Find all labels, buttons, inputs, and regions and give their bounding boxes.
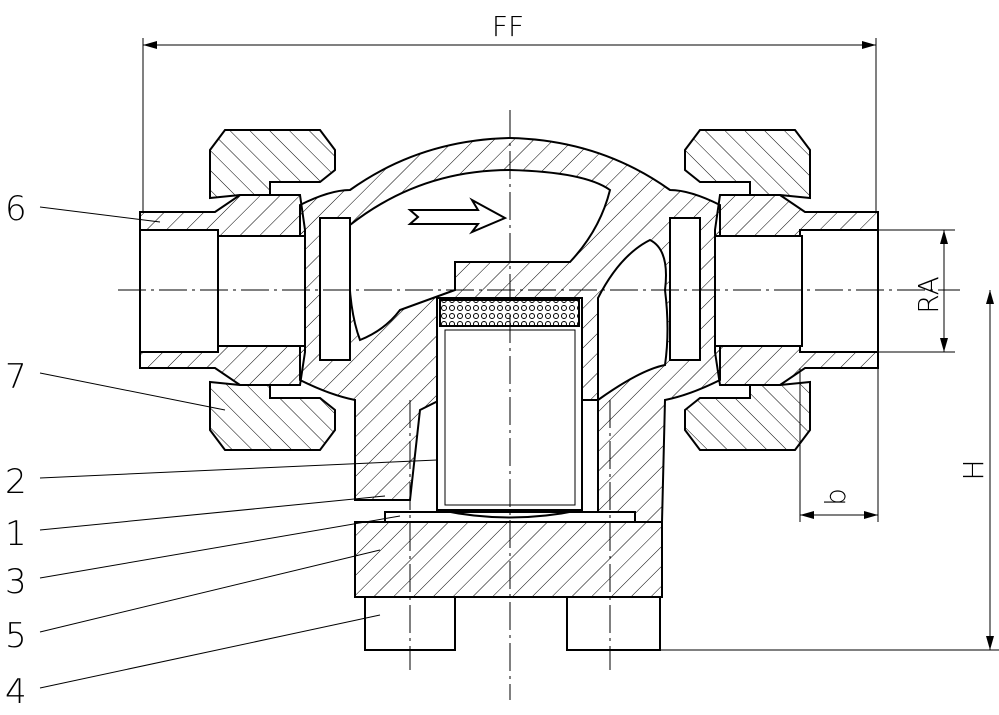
part-label-3: 3 bbox=[5, 562, 27, 602]
right-union-nut bbox=[684, 129, 811, 451]
part-label-1: 1 bbox=[5, 514, 27, 554]
bottom-cover bbox=[354, 521, 663, 598]
valve-body bbox=[299, 136, 721, 523]
dimension-ff bbox=[142, 38, 877, 212]
dimension-ra-label: RA bbox=[912, 276, 945, 313]
bolt-right bbox=[566, 596, 661, 651]
dimension-b bbox=[799, 368, 879, 522]
dimension-b-label: b bbox=[819, 488, 852, 506]
part-label-5: 5 bbox=[5, 616, 27, 656]
left-union-nut bbox=[209, 129, 336, 451]
dimension-ff-label: FF bbox=[492, 10, 524, 43]
leader-lines bbox=[39, 206, 438, 689]
part-label-4: 4 bbox=[5, 672, 27, 712]
dimension-ra bbox=[878, 229, 955, 353]
flow-direction-arrow bbox=[407, 197, 508, 235]
part-label-2: 2 bbox=[5, 462, 27, 502]
part-label-6: 6 bbox=[5, 189, 27, 229]
dimension-h bbox=[660, 290, 999, 651]
part-label-7: 7 bbox=[5, 357, 27, 397]
dimension-h-label: H bbox=[957, 459, 990, 480]
